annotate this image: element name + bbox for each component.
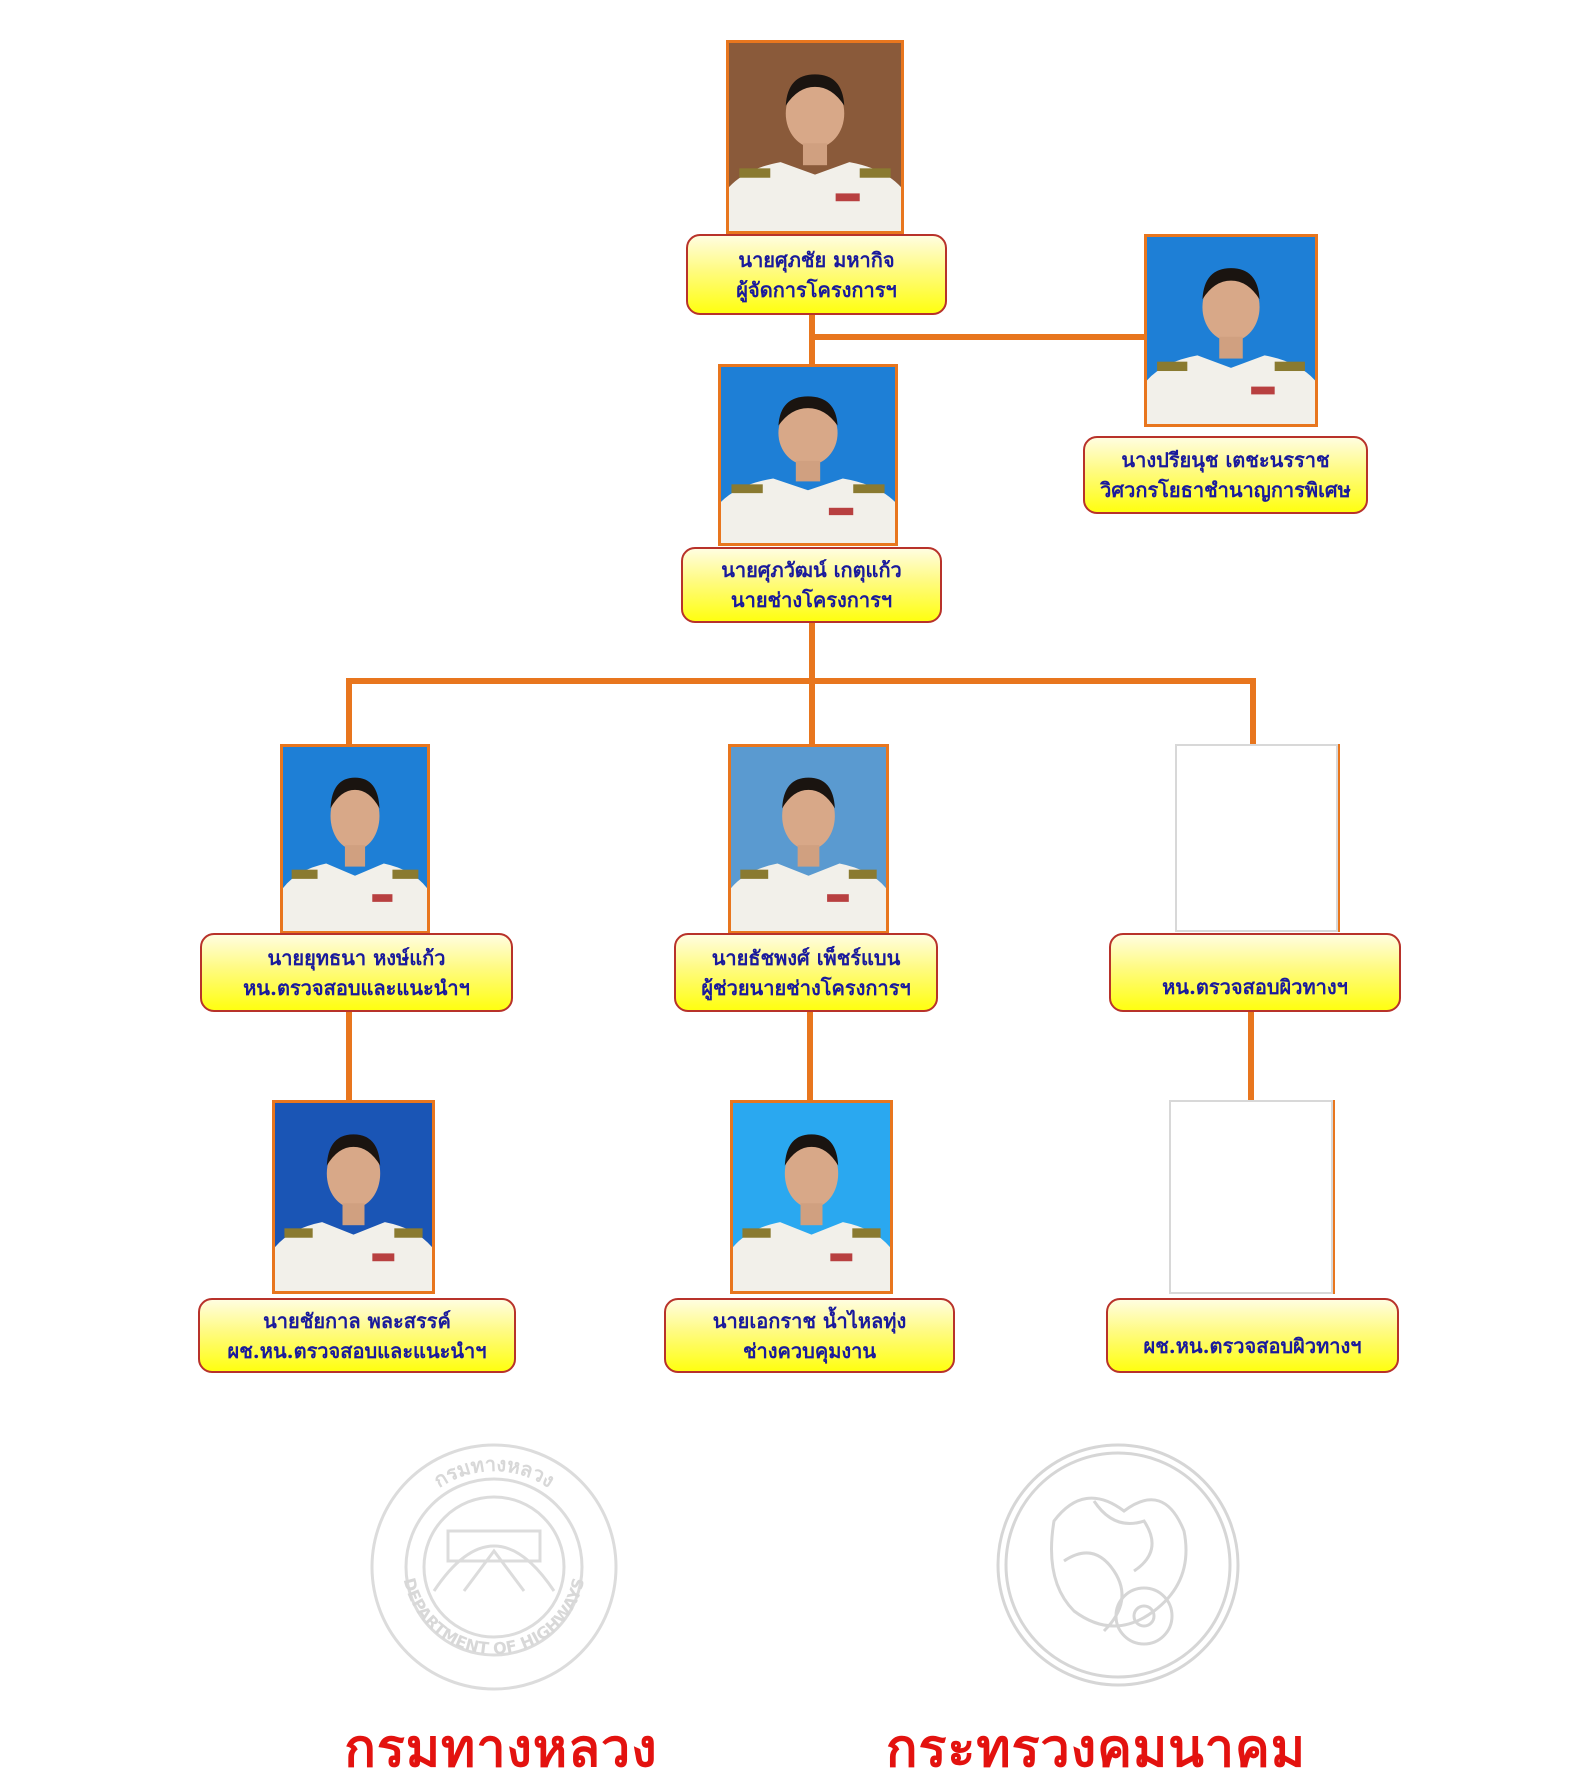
photo-inspection-head [280,744,430,934]
department-of-highways-seal: กรมทางหลวง DEPARTMENT OF HIGHWAYS [370,1443,618,1691]
connector [812,334,1145,340]
footer-ministry-of-transport: กระทรวงคมนาคม [885,1719,1307,1779]
node-title: ช่างควบคุมงาน [742,1338,877,1363]
node-specialist: นางปรียนุช เตชะนรราช วิศวกรโยธาชำนาญการพ… [1083,436,1368,514]
portrait-image [1147,268,1315,424]
connector [346,1010,352,1102]
connector [346,678,352,746]
photo-assistant-engineer [728,744,889,934]
node-name: นายศุภชัย มหากิจ [738,247,895,272]
connector [1250,678,1256,746]
connector [1248,1010,1254,1102]
node-name: นางปรียนุช เตชะนรราช [1121,448,1330,472]
photo-placeholder [1175,744,1338,932]
node-supervisor: นายเอกราช น้ำไหลทุ่ง ช่างควบคุมงาน [664,1298,955,1373]
node-name: นายธัชพงศ์ เพ็ชร์แบน [711,945,901,970]
svg-text:กรมทางหลวง: กรมทางหลวง [429,1452,559,1492]
photo-engineer [718,364,898,546]
node-title: ผช.หน.ตรวจสอบและแนะนำฯ [227,1338,487,1363]
photo-placeholder [1169,1100,1333,1294]
node-title: ผู้ช่วยนายช่างโครงการฯ [701,975,911,1000]
photo-supervisor [730,1100,893,1294]
connector [809,315,815,365]
node-surface-head: หน.ตรวจสอบผิวทางฯ [1109,933,1401,1012]
ministry-of-transport-seal [996,1443,1240,1687]
portrait-image [729,74,901,231]
connector [809,678,815,746]
node-title: วิศวกรโยธาชำนาญการพิเศษ [1100,478,1351,502]
connector [807,1010,813,1102]
portrait-image [733,1134,890,1291]
node-title: หน.ตรวจสอบและแนะนำฯ [243,975,470,1000]
node-inspection-head: นายยุทธนา หงษ์แก้ว หน.ตรวจสอบและแนะนำฯ [200,933,513,1012]
photo-manager [726,40,904,234]
node-title: หน.ตรวจสอบผิวทางฯ [1162,974,1348,999]
portrait-image [731,777,886,931]
node-name: นายศุภวัฒน์ เกตุแก้ว [721,558,902,582]
node-surface-assistant: ผช.หน.ตรวจสอบผิวทางฯ [1106,1298,1399,1373]
photo-inspection-assistant [272,1100,435,1294]
portrait-image [721,396,895,543]
node-name: นายชัยกาล พละสรรค์ [263,1308,451,1333]
node-manager: นายศุภชัย มหากิจ ผู้จัดการโครงการฯ [686,234,947,315]
node-name: นายยุทธนา หงษ์แก้ว [267,945,446,970]
node-title: ผู้จัดการโครงการฯ [736,277,897,302]
photo-specialist [1144,234,1318,427]
connector [346,678,1256,684]
node-assistant-engineer: นายธัชพงศ์ เพ็ชร์แบน ผู้ช่วยนายช่างโครงก… [674,933,938,1012]
node-title: ผช.หน.ตรวจสอบผิวทางฯ [1143,1333,1362,1358]
portrait-image [283,777,427,931]
node-inspection-assistant: นายชัยกาล พละสรรค์ ผช.หน.ตรวจสอบและแนะนำ… [198,1298,516,1373]
node-name: นายเอกราช น้ำไหลทุ่ง [712,1308,907,1333]
footer-department-of-highways: กรมทางหลวง [344,1719,658,1779]
node-engineer: นายศุภวัฒน์ เกตุแก้ว นายช่างโครงการฯ [681,547,942,623]
node-title: นายช่างโครงการฯ [730,588,893,612]
connector [809,622,815,684]
portrait-image [275,1134,432,1291]
